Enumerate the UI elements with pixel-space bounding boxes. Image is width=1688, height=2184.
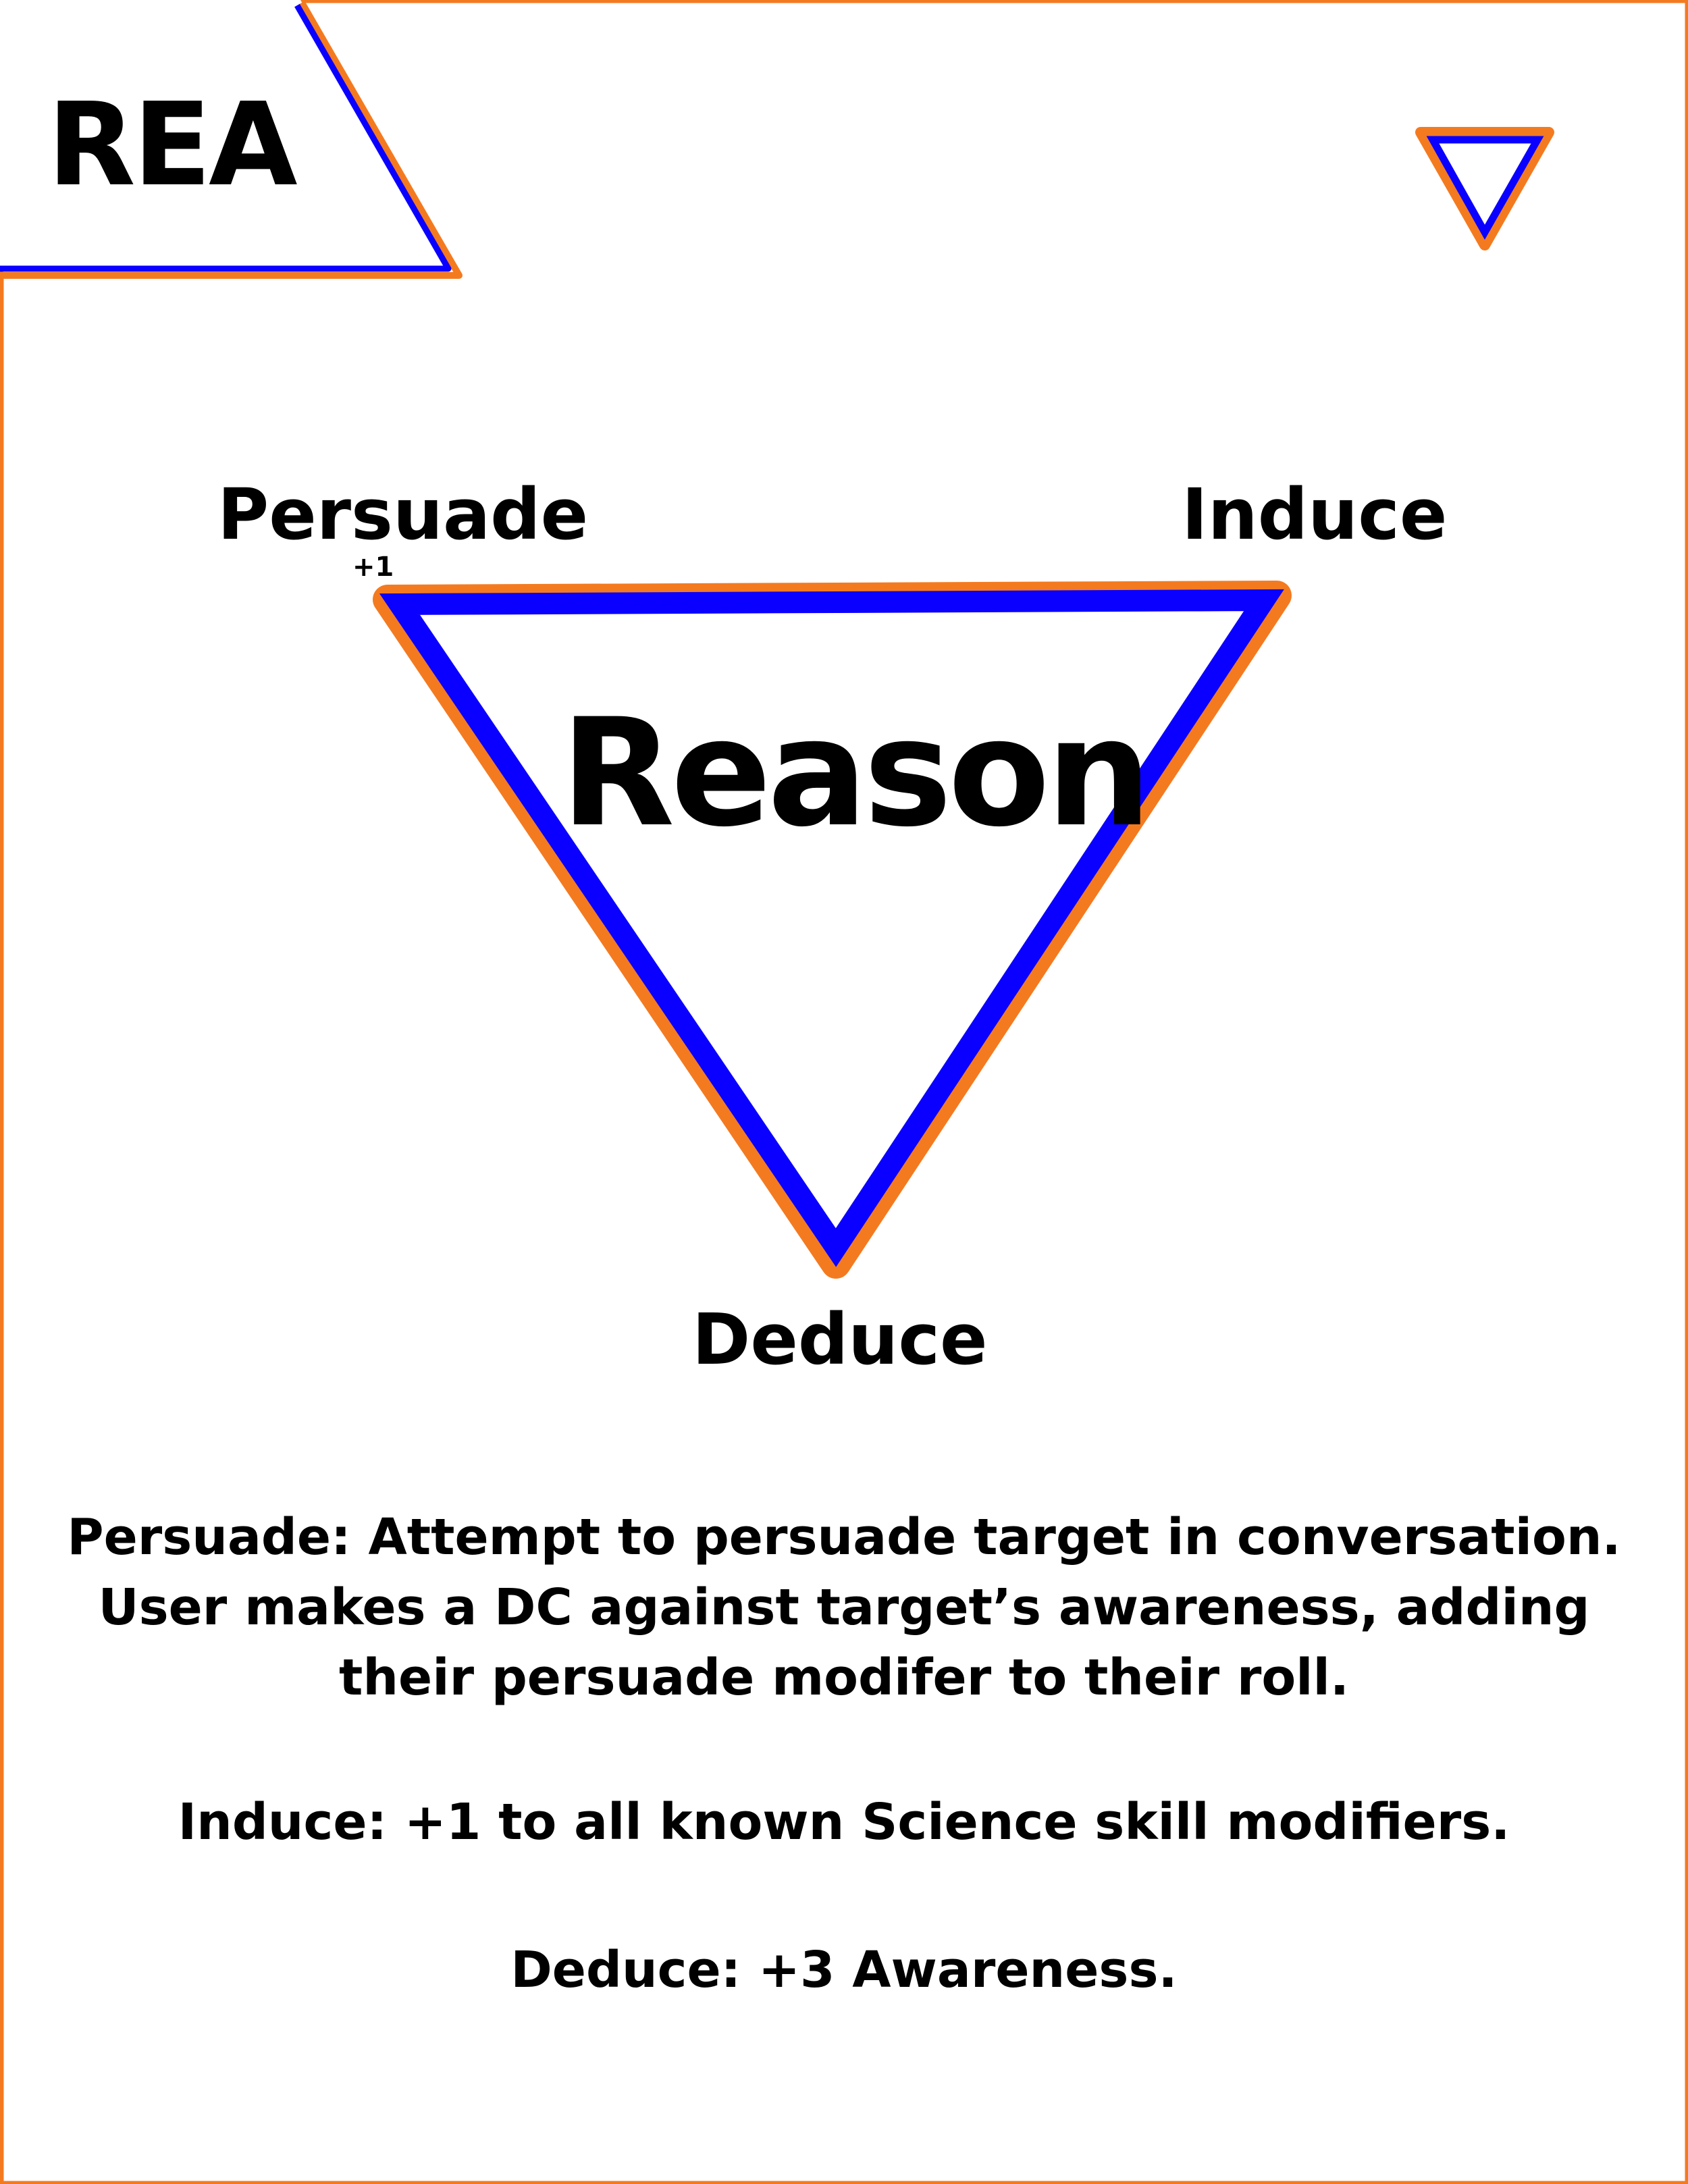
- skill-descriptions: Persuade: Attempt to persuade target in …: [20, 1502, 1668, 2005]
- persuade-modifier: +1: [352, 552, 394, 583]
- induce-label: Induce: [1182, 473, 1448, 556]
- reason-triangle: [373, 581, 1292, 1279]
- card-title: Reason: [560, 687, 1152, 859]
- persuade-description: Persuade: Attempt to persuade target in …: [67, 1508, 1621, 1707]
- induce-description: Induce: +1 to all known Science skill mo…: [178, 1793, 1510, 1851]
- inverted-triangle-icon: [1415, 127, 1554, 250]
- persuade-label: Persuade: [217, 473, 589, 556]
- deduce-label: Deduce: [692, 1298, 988, 1381]
- corner-tab-fill: [0, 0, 458, 271]
- corner-tab-outline-blue: [0, 3, 452, 272]
- deduce-description: Deduce: +3 Awareness.: [510, 1941, 1178, 1999]
- corner-tab-outline-orange: [0, 1, 463, 279]
- card-abbreviation: REA: [47, 78, 298, 212]
